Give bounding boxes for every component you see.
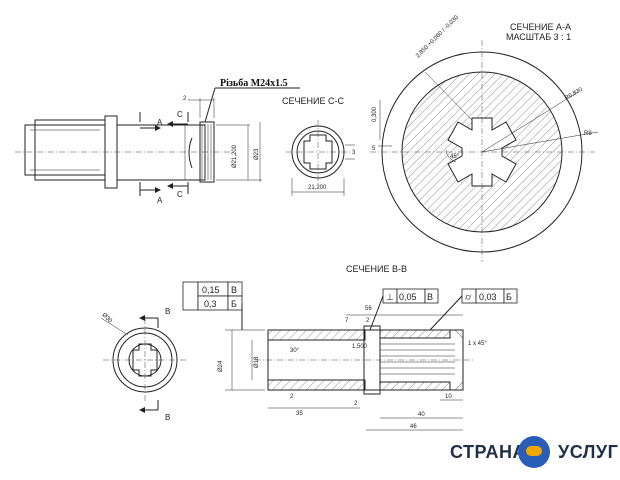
svg-text:0,03: 0,03 (479, 292, 497, 302)
svg-text:1 x 45°: 1 x 45° (468, 341, 487, 347)
svg-text:R8: R8 (584, 131, 592, 137)
svg-text:45°: 45° (450, 154, 460, 160)
tolerance-frame-left: 0,15 В 0,3 Б (182, 281, 243, 330)
logo-left-text: СТРАНА (450, 442, 526, 462)
svg-text:35: 35 (296, 411, 303, 417)
svg-text:0,05: 0,05 (399, 292, 417, 302)
svg-text:В: В (231, 285, 237, 295)
svg-text:2,850 +0,060 / -0,030: 2,850 +0,060 / -0,030 (415, 14, 460, 59)
svg-text:2: 2 (354, 401, 358, 407)
svg-text:Ø21,200: Ø21,200 (232, 144, 238, 168)
svg-text:С: С (177, 110, 183, 119)
svg-text:0,3: 0,3 (204, 299, 217, 309)
svg-text:R6,830: R6,830 (564, 87, 584, 102)
svg-text:⌭: ⌭ (465, 292, 472, 302)
section-aa: СЕЧЕНИЕ А-А МАСШТАБ 3 : 1 0,300 5 2,850 … (370, 14, 599, 262)
handshake-icon (518, 436, 550, 468)
end-view: Ø30 В В (101, 307, 187, 422)
logo-right-text: УСЛУГ (558, 442, 619, 462)
section-cc: СЕЧЕНИЕ С-С 3 21,200 (282, 96, 356, 196)
svg-text:2: 2 (183, 96, 187, 102)
svg-text:СЕЧЕНИЕ С-С: СЕЧЕНИЕ С-С (282, 96, 344, 106)
svg-text:А: А (157, 196, 163, 205)
svg-text:С: С (177, 190, 183, 199)
side-view: А А С С Різьба М24х1.5 2 Ø21,200 Ø23 (15, 78, 300, 205)
section-mark-a: А А (139, 112, 163, 205)
svg-text:В: В (165, 413, 170, 422)
svg-text:⊥: ⊥ (386, 292, 394, 302)
svg-text:СЕЧЕНИЕ В-В: СЕЧЕНИЕ В-В (346, 264, 407, 274)
svg-text:2: 2 (290, 394, 294, 400)
thread-label: Різьба М24х1.5 (220, 78, 288, 89)
svg-text:0,15: 0,15 (202, 285, 220, 295)
svg-text:Ø24: Ø24 (218, 360, 224, 372)
svg-text:МАСШТАБ 3 : 1: МАСШТАБ 3 : 1 (506, 32, 571, 42)
brand-logo[interactable]: СТРАНА УСЛУГ (450, 434, 618, 470)
svg-text:СЕЧЕНИЕ А-А: СЕЧЕНИЕ А-А (510, 22, 571, 32)
svg-text:5: 5 (372, 146, 376, 152)
svg-text:30°: 30° (290, 348, 300, 354)
svg-text:Ø23: Ø23 (254, 148, 260, 160)
svg-text:А: А (157, 118, 163, 127)
svg-text:2: 2 (366, 318, 370, 324)
svg-text:В: В (165, 307, 170, 316)
svg-text:46: 46 (410, 424, 417, 430)
svg-text:56: 56 (365, 306, 372, 312)
spline-lines (380, 343, 455, 375)
svg-text:Б: Б (231, 299, 237, 309)
svg-text:Б: Б (506, 292, 512, 302)
tolerance-frame-mid: ⊥ 0,05 В (369, 288, 439, 331)
svg-text:10: 10 (445, 394, 452, 400)
svg-text:40: 40 (418, 412, 425, 418)
svg-text:21,200: 21,200 (308, 185, 327, 191)
svg-text:0,300: 0,300 (372, 106, 378, 122)
svg-text:7: 7 (345, 318, 349, 324)
section-bb: СЕЧЕНИЕ В-В Ø24 Ø18 30° 1,500 56 7 2 (218, 264, 487, 431)
svg-text:1,500: 1,500 (352, 344, 368, 350)
tolerance-frame-right: ⌭ 0,03 Б (429, 288, 518, 331)
svg-text:Ø30: Ø30 (101, 312, 114, 325)
svg-text:3: 3 (352, 150, 356, 156)
svg-text:В: В (427, 292, 433, 302)
svg-text:Ø18: Ø18 (254, 356, 260, 368)
section-mark-c: С С (167, 110, 189, 199)
